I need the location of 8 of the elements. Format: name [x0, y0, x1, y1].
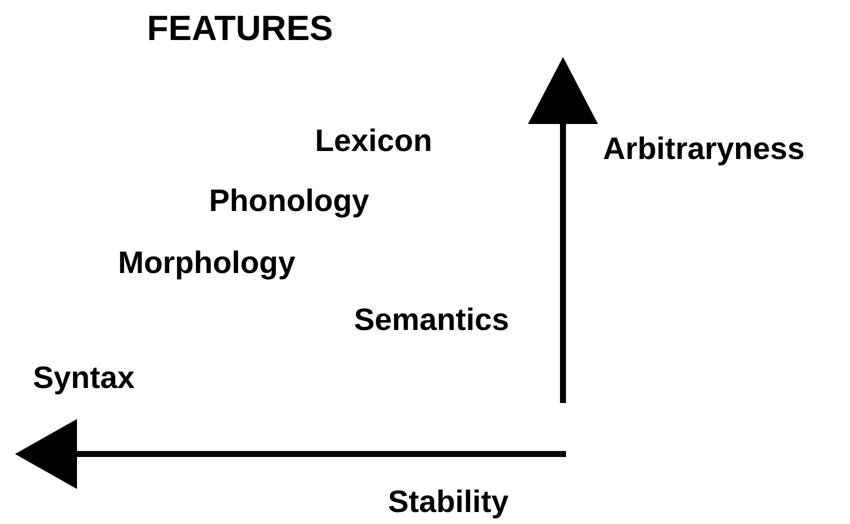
label: Morphology: [118, 246, 296, 280]
title: FEATURES: [147, 10, 334, 48]
label: Lexicon: [315, 124, 432, 158]
label: Syntax: [33, 361, 135, 396]
label: Stability: [388, 485, 509, 520]
label: Arbitraryness: [603, 132, 805, 166]
label: Semantics: [354, 303, 510, 338]
label: Phonology: [209, 184, 370, 218]
